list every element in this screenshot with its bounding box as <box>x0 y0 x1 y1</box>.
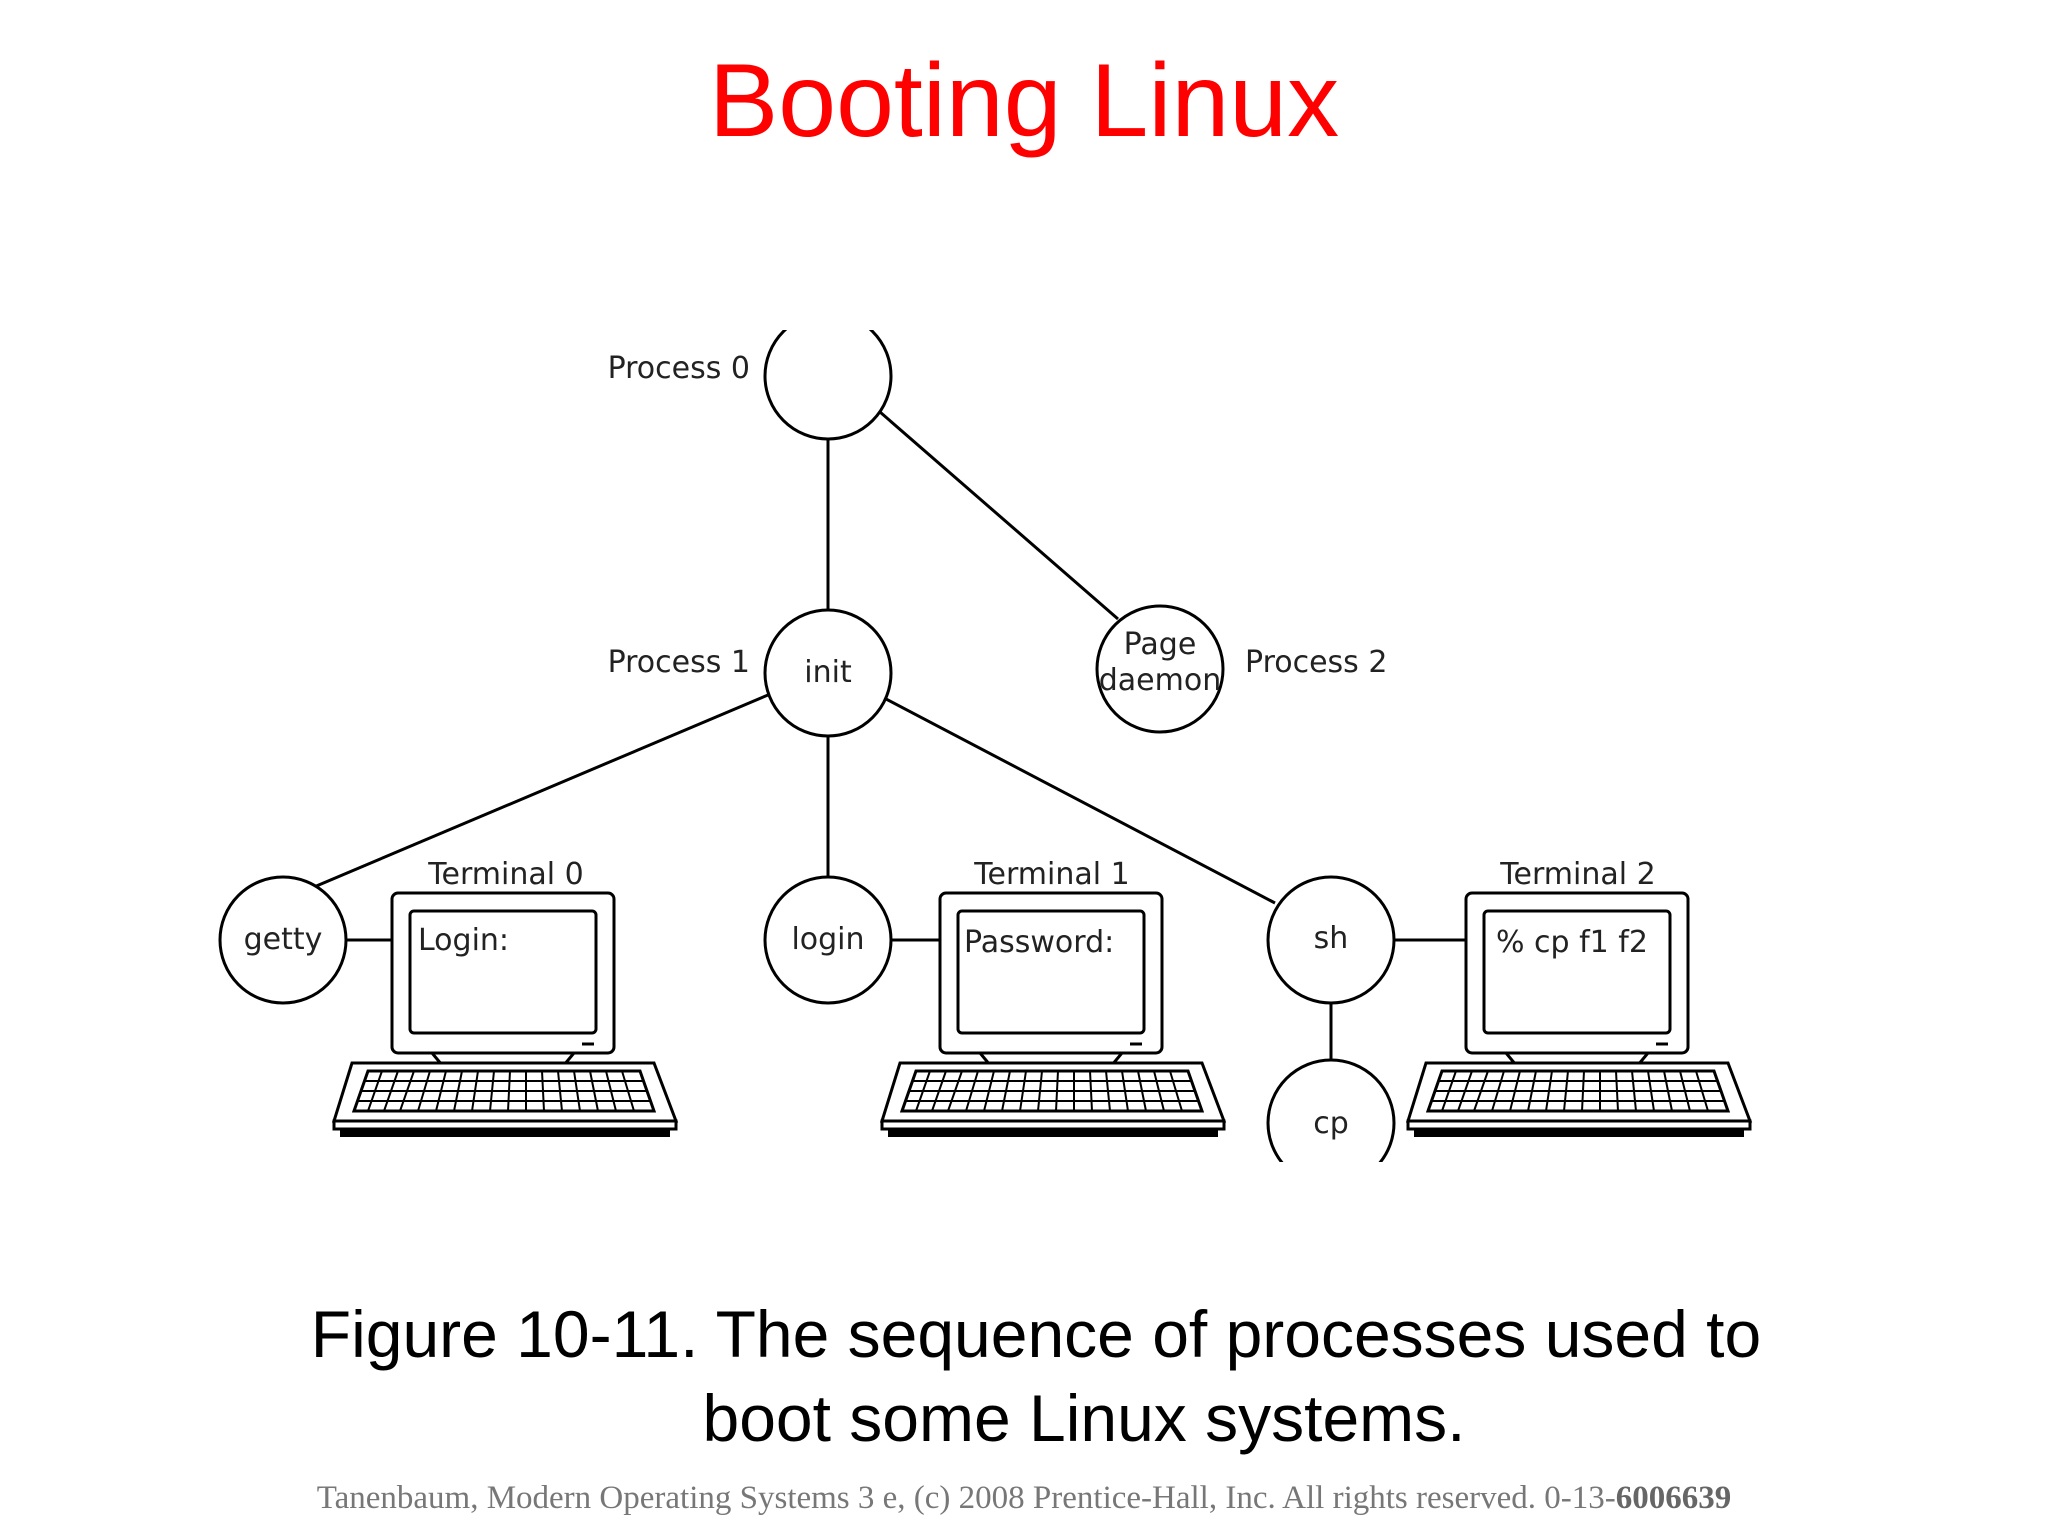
terminal-0-screen-text: Login: <box>418 923 509 958</box>
cp-node <box>1266 1058 1396 1162</box>
process-tree-diagram: init Page daemon getty login sh cp Proce… <box>218 330 1752 1162</box>
init-label: init <box>804 655 852 690</box>
footer-text: Tanenbaum, Modern Operating Systems 3 e,… <box>316 1480 1616 1516</box>
edge-init-sh <box>885 697 1276 905</box>
terminal-2-screen-text: % cp f1 f2 <box>1496 925 1648 960</box>
slide-title: Booting Linux <box>708 43 1340 159</box>
page-daemon-label-line2: daemon <box>1099 663 1221 698</box>
footer-isbn: 6006639 <box>1615 1480 1732 1516</box>
terminal-1: Terminal 1 Password: <box>880 857 1226 1139</box>
copyright-footer: Tanenbaum, Modern Operating Systems 3 e,… <box>0 1480 2048 1517</box>
login-label: login <box>791 922 864 957</box>
getty-label: getty <box>244 922 323 957</box>
terminal-1-screen-text: Password: <box>964 925 1114 960</box>
terminal-1-label: Terminal 1 <box>973 857 1129 892</box>
sh-label: sh <box>1314 921 1349 956</box>
process2-caption: Process 2 <box>1245 645 1387 680</box>
sh-node <box>1266 875 1396 1005</box>
terminal-0: Terminal 0 Login: <box>332 857 678 1139</box>
page-daemon-node <box>1095 604 1225 734</box>
edge-process0-pagedaemon <box>879 410 1119 621</box>
login-node <box>763 875 893 1005</box>
tree-edges <box>313 410 1466 1060</box>
caption-line-1: Figure 10-11. The sequence of processes … <box>310 1297 1762 1371</box>
page-daemon-label-line1: Page <box>1124 627 1197 662</box>
process1-caption: Process 1 <box>608 645 750 680</box>
init-node <box>763 608 893 738</box>
terminal-2-label: Terminal 2 <box>1499 857 1655 892</box>
figure-caption: Figure 10-11. The sequence of processes … <box>0 1292 2048 1460</box>
process0-caption: Process 0 <box>608 351 750 386</box>
edge-init-getty <box>313 693 769 889</box>
process0-node <box>763 330 893 441</box>
terminal-0-label: Terminal 0 <box>427 857 583 892</box>
caption-line-2: boot some Linux systems. <box>702 1381 1466 1455</box>
cp-label: cp <box>1313 1106 1349 1141</box>
getty-node <box>218 875 348 1005</box>
terminal-2: Terminal 2 % cp f1 f2 <box>1406 857 1752 1139</box>
